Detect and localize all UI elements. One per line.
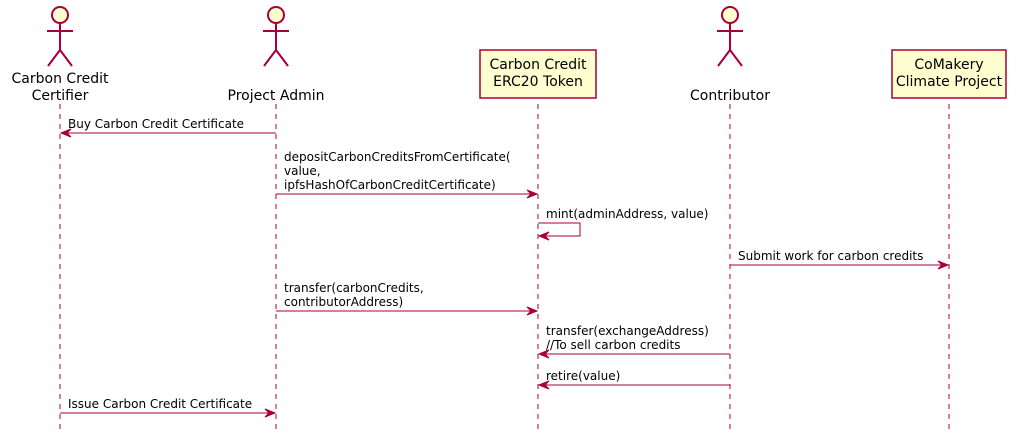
message-arrow: [538, 222, 581, 237]
messages: Buy Carbon Credit Certificate depositCarb…: [59, 117, 950, 418]
lifelines: [59, 104, 950, 430]
arrowhead-icon: [59, 128, 72, 138]
actor-figure-icon: [263, 6, 289, 67]
message-label: transfer(carbonCredits,: [284, 281, 424, 295]
message: Issue Carbon Credit Certificate: [60, 397, 277, 418]
arrowhead-icon: [537, 380, 550, 390]
participant-label: Certifier: [32, 88, 89, 104]
participant-admin: Project Admin: [228, 6, 325, 104]
arrowhead-icon: [526, 189, 539, 199]
message-label: transfer(exchangeAddress): [546, 324, 709, 338]
message-label: Issue Carbon Credit Certificate: [68, 397, 252, 411]
arrowhead-icon: [526, 306, 539, 316]
message-label: Submit work for carbon credits: [738, 249, 923, 263]
message: depositCarbonCreditsFromCertificate(valu…: [276, 150, 539, 199]
message: retire(value): [537, 369, 730, 390]
message-label: Buy Carbon Credit Certificate: [68, 117, 244, 131]
arrowhead-icon: [937, 260, 950, 270]
participant-label: Climate Project: [896, 74, 1003, 90]
participant-contributor: Contributor: [690, 6, 770, 104]
message: transfer(carbonCredits,contributorAddres…: [276, 281, 539, 316]
message: Buy Carbon Credit Certificate: [59, 117, 276, 138]
message-label: //To sell carbon credits: [546, 338, 680, 352]
message-label: contributorAddress): [284, 295, 403, 309]
participant-box: [891, 49, 1007, 99]
message-label: value,: [284, 164, 321, 178]
actor-figure-icon: [47, 6, 73, 67]
message: Submit work for carbon credits: [730, 249, 950, 270]
message: transfer(exchangeAddress)//To sell carbo…: [537, 324, 730, 359]
arrowhead-icon: [537, 231, 550, 241]
arrowhead-icon: [537, 349, 550, 359]
participant-label: Contributor: [690, 88, 770, 104]
actor-figure-icon: [717, 6, 743, 67]
participant-label: Carbon Credit: [12, 71, 109, 87]
message-label: retire(value): [546, 369, 620, 383]
message: mint(adminAddress, value): [537, 207, 709, 241]
participant-label: Carbon Credit: [490, 57, 587, 73]
participant-label: Project Admin: [228, 88, 325, 104]
participant-label: ERC20 Token: [493, 74, 583, 90]
message-label: ipfsHashOfCarbonCreditCertificate): [284, 178, 496, 192]
participant-label: CoMakery: [914, 57, 983, 73]
message-label: depositCarbonCreditsFromCertificate(: [284, 150, 511, 164]
message-label: mint(adminAddress, value): [546, 207, 709, 221]
participant-box: [479, 49, 597, 99]
arrowhead-icon: [264, 408, 277, 418]
